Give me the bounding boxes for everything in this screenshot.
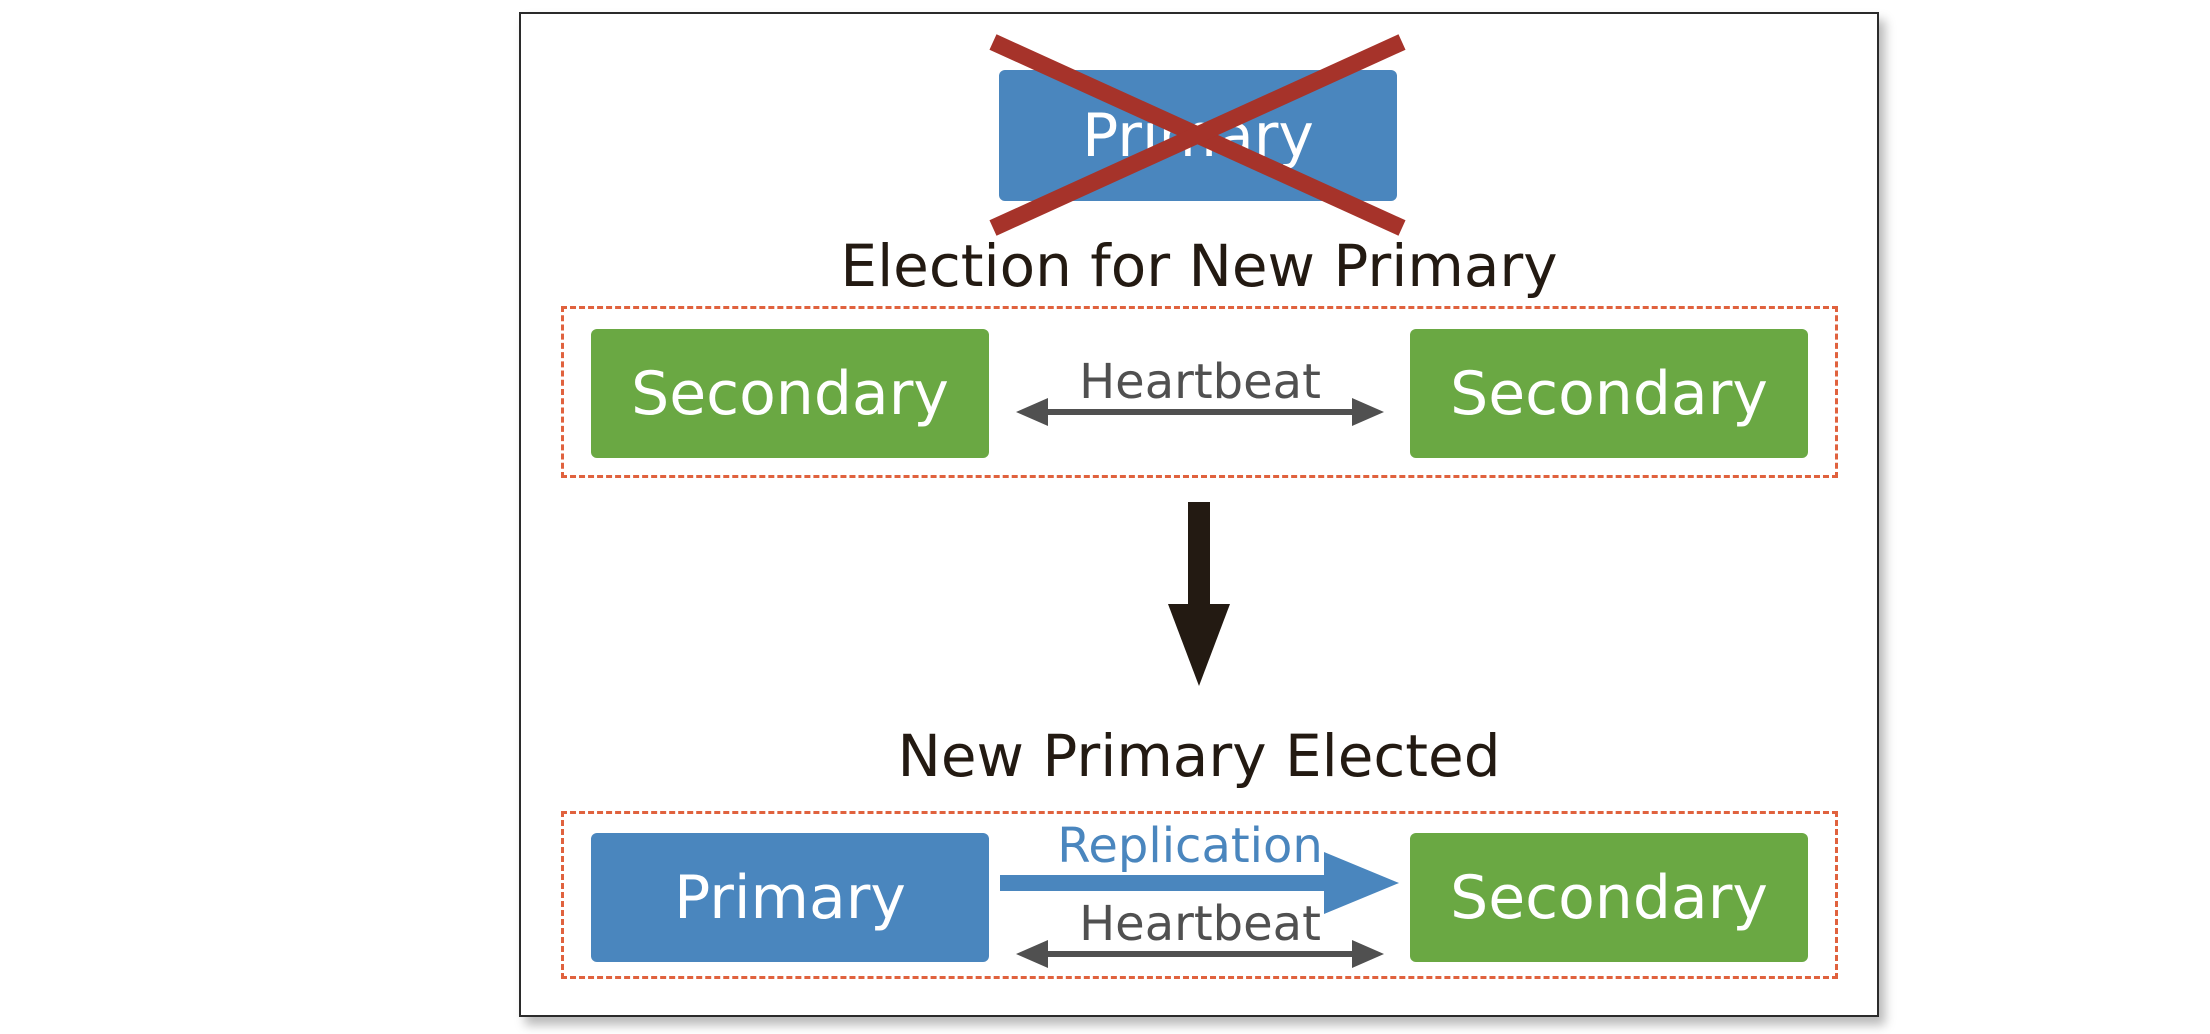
election-secondary-right-label: Secondary (1450, 358, 1768, 429)
result-primary-label: Primary (674, 862, 906, 933)
result-secondary-node: Secondary (1410, 833, 1808, 962)
result-primary-node: Primary (591, 833, 989, 962)
result-secondary-label: Secondary (1450, 862, 1768, 933)
result-title: New Primary Elected (897, 722, 1501, 790)
result-group (561, 811, 1838, 979)
election-heartbeat-label: Heartbeat (1079, 354, 1321, 410)
election-heartbeat-arrow (1016, 398, 1384, 426)
election-secondary-left-label: Secondary (631, 358, 949, 429)
transition-down-arrow (1168, 502, 1230, 686)
election-secondary-left: Secondary (591, 329, 989, 458)
election-secondary-right: Secondary (1410, 329, 1808, 458)
election-title: Election for New Primary (840, 232, 1558, 300)
replication-arrow (1000, 852, 1399, 914)
cross-stroke-2 (989, 34, 1406, 236)
result-heartbeat-label: Heartbeat (1079, 896, 1321, 952)
replication-label: Replication (1057, 818, 1323, 874)
result-heartbeat-arrow (1016, 940, 1384, 968)
election-group (561, 306, 1838, 478)
